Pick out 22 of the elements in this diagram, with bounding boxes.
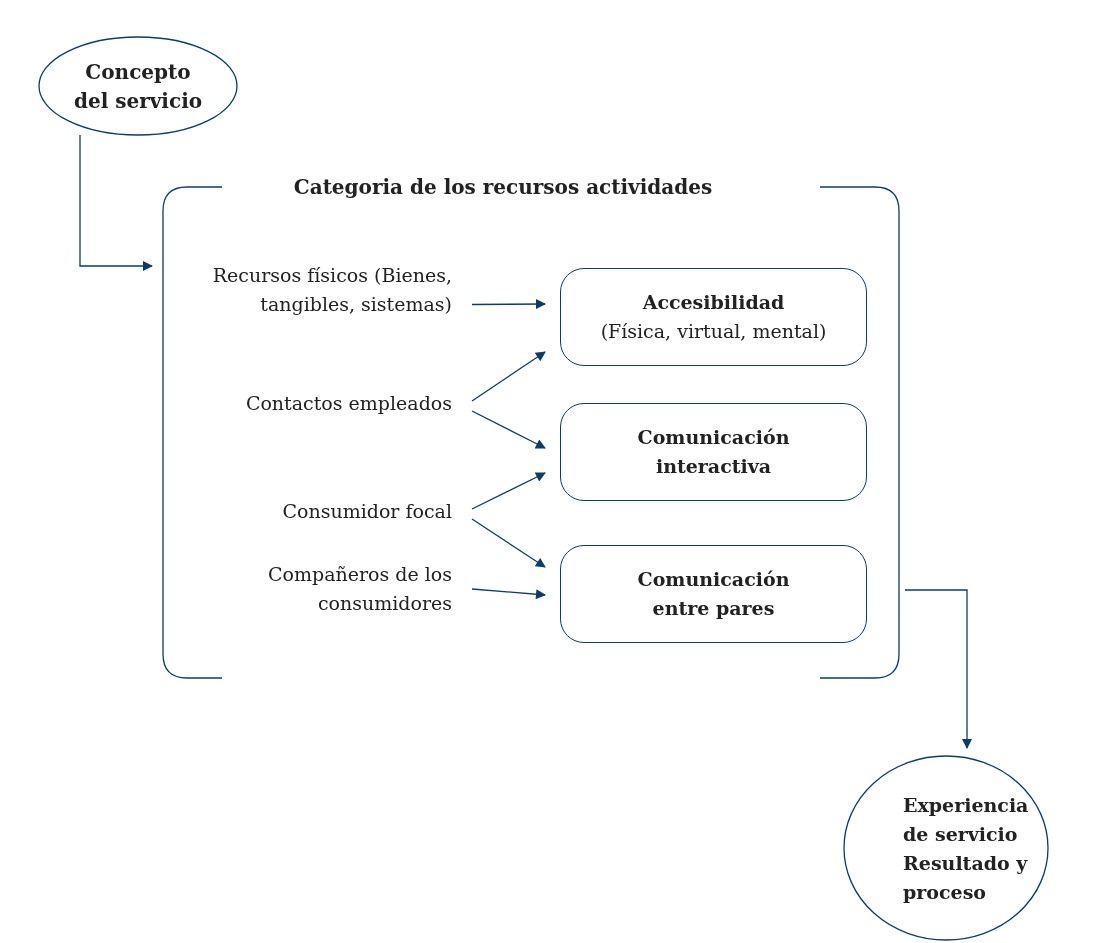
resource-label: Contactos empleados xyxy=(244,391,452,416)
box-title: Accesibilidad xyxy=(641,290,786,315)
rounded-box xyxy=(560,403,867,501)
arrow xyxy=(471,410,546,449)
resource-label: Recursos físicos (Bienes, tangibles, sistemas) xyxy=(212,263,452,317)
resource-label: Compañeros de los consumidores xyxy=(267,562,452,616)
node-label: Concepto del servicio xyxy=(72,59,204,115)
arrow xyxy=(471,351,546,402)
node-label: Experiencia de servicio Resultado y proceso xyxy=(903,793,1030,905)
arrow xyxy=(471,299,546,310)
box-title: Comunicación entre pares xyxy=(636,567,791,621)
box-title: Comunicación interactiva xyxy=(636,425,791,479)
arrow xyxy=(471,472,546,510)
arrow xyxy=(904,589,972,749)
rounded-box xyxy=(560,268,867,366)
resource-label: Consumidor focal xyxy=(281,499,452,524)
arrow xyxy=(79,134,153,271)
arrow xyxy=(471,518,546,568)
box-subtitle: (Física, virtual, mental) xyxy=(599,319,828,344)
rounded-box xyxy=(560,545,867,643)
arrow xyxy=(471,588,546,600)
frame-heading: Categoria de los recursos actividades xyxy=(292,174,714,201)
